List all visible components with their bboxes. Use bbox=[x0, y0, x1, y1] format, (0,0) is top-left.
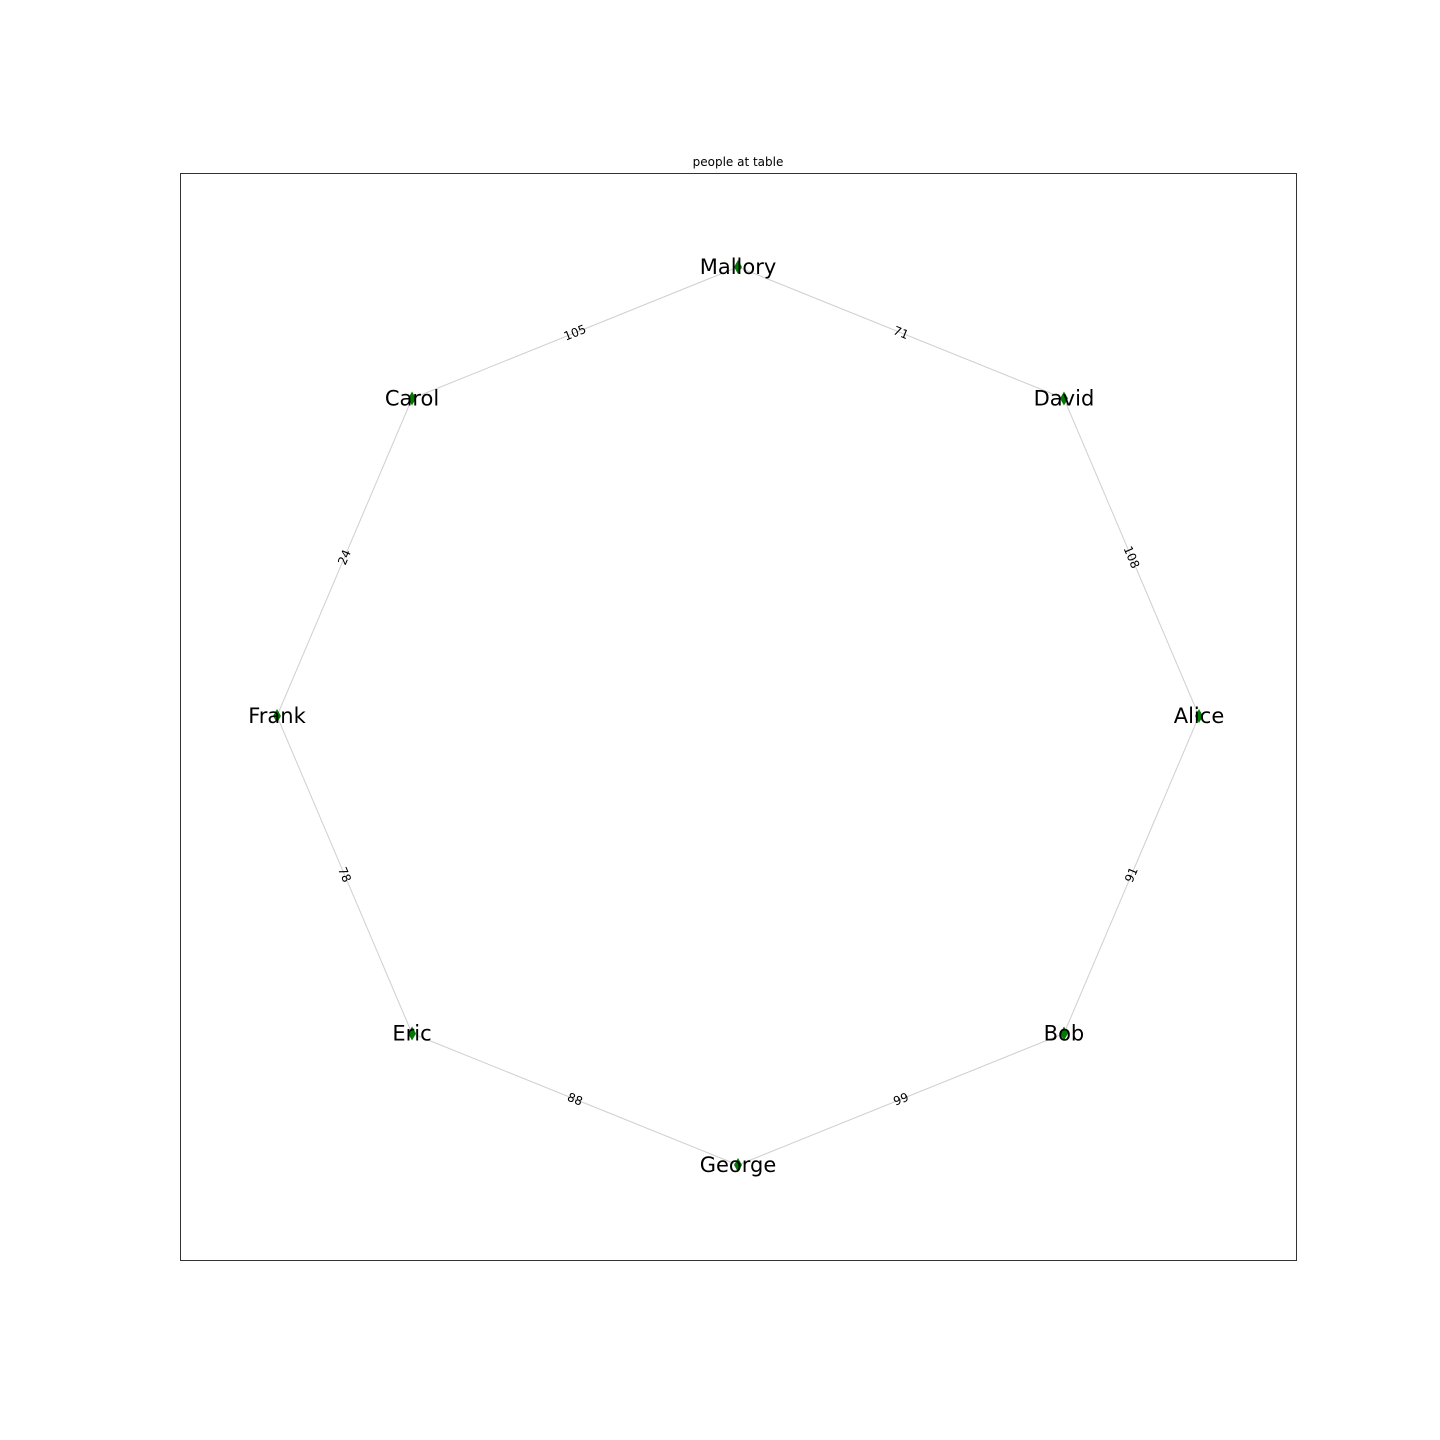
node-label-mallory: Mallory bbox=[700, 255, 777, 279]
node-label-bob: Bob bbox=[1044, 1021, 1085, 1045]
plot-frame bbox=[180, 173, 1297, 1261]
node-label-frank: Frank bbox=[248, 704, 306, 728]
node-marker-mallory bbox=[734, 260, 742, 274]
node-marker-george bbox=[734, 1158, 742, 1172]
node-marker-eric bbox=[408, 1026, 417, 1041]
edge-carol-mallory bbox=[411, 266, 739, 399]
edge-alice-bob bbox=[1063, 715, 1200, 1034]
nodes-layer bbox=[273, 260, 1203, 1172]
edge-george-eric bbox=[411, 1033, 739, 1166]
edge-weights-layer: 71 108 91 99 88 78 24 105 bbox=[335, 322, 1142, 1109]
node-marker-david bbox=[1059, 391, 1068, 406]
edge-weight-label: 88 bbox=[565, 1090, 584, 1109]
node-marker-carol bbox=[408, 391, 417, 406]
node-label-carol: Carol bbox=[385, 387, 439, 411]
node-label-david: David bbox=[1034, 387, 1095, 411]
edge-weight-label: 108 bbox=[1121, 544, 1143, 571]
edge-weight-label: 105 bbox=[562, 322, 588, 344]
edge-david-alice bbox=[1063, 398, 1200, 717]
edge-eric-frank bbox=[276, 715, 413, 1034]
node-label-alice: Alice bbox=[1174, 704, 1225, 728]
edge-frank-carol bbox=[276, 398, 413, 717]
edge-weight-label: 91 bbox=[1122, 865, 1141, 885]
node-marker-bob bbox=[1059, 1026, 1068, 1041]
edge-weight-label: 24 bbox=[335, 547, 354, 567]
edge-bob-george bbox=[737, 1033, 1065, 1166]
edge-weight-label: 71 bbox=[891, 323, 910, 342]
edge-weight-label: 99 bbox=[891, 1090, 910, 1109]
node-marker-alice bbox=[1195, 709, 1203, 723]
diagram-title: people at table bbox=[692, 155, 784, 169]
edge-mallory-david bbox=[737, 266, 1065, 399]
node-label-eric: Eric bbox=[392, 1021, 431, 1045]
edge-weight-label: 78 bbox=[335, 865, 354, 885]
edges-layer bbox=[276, 266, 1200, 1166]
node-label-george: George bbox=[700, 1153, 777, 1177]
node-marker-frank bbox=[273, 709, 281, 723]
